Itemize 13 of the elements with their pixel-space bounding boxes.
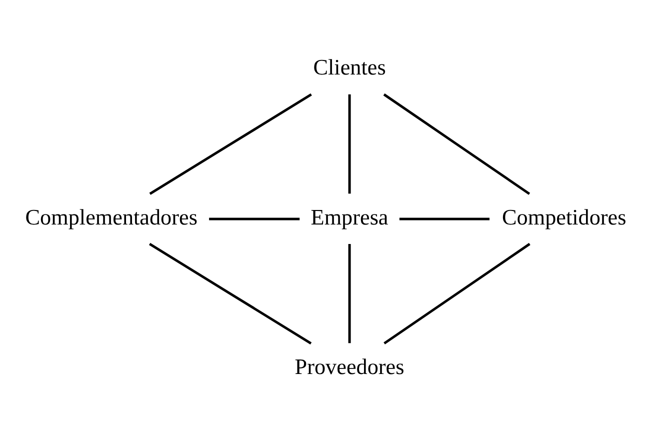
connector [149,93,312,195]
node-text: Competidores [502,204,626,230]
connector [209,218,300,220]
connector [383,93,530,195]
connector [348,244,351,344]
node-text: Proveedores [294,354,404,379]
connector [399,218,490,220]
node-text: Clientes [313,54,386,80]
connector [348,94,351,194]
connector [384,242,530,344]
node-text: Empresa [310,204,388,230]
connector [148,242,312,344]
node-text: Complementadores [25,204,198,230]
